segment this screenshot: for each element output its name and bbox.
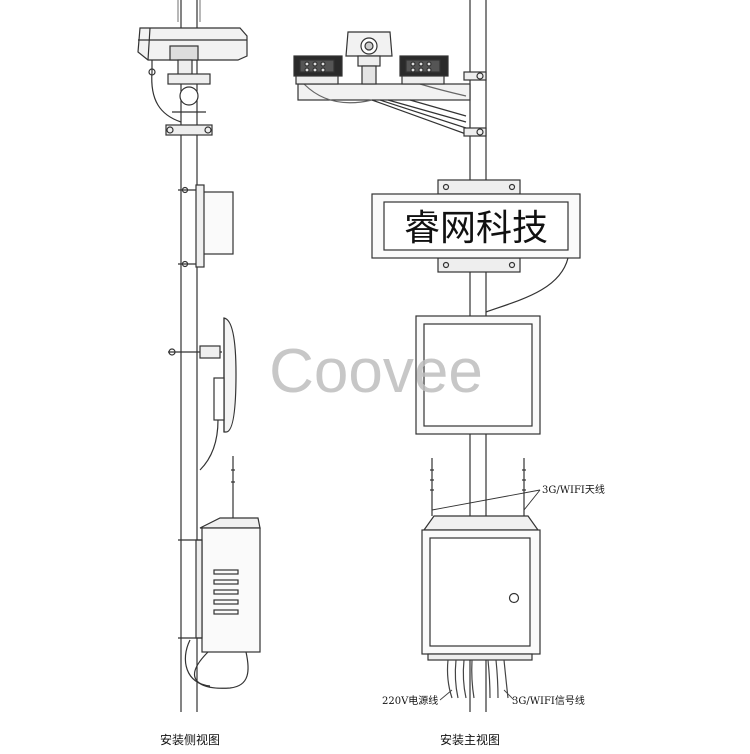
antenna-label: 3G/WIFI天线: [542, 483, 605, 496]
right-fill-light: [399, 55, 449, 85]
watermark-text: Coovee: [269, 337, 483, 406]
sign-board: [371, 193, 581, 259]
side-cabinet: [178, 456, 261, 689]
power-cable-label: 220V电源线: [382, 694, 438, 707]
left-fill-light: [293, 55, 343, 85]
labels: 睿网科技 Coovee 3G/WIFI天线 220V电源线 3G/WIFI信号线…: [160, 208, 605, 747]
sign-brackets: [437, 179, 521, 273]
side-view: [137, 0, 261, 712]
side-sign-box: [178, 184, 234, 268]
front-cabinet: [421, 515, 541, 661]
side-view-caption: 安装侧视图: [160, 732, 220, 747]
sign-cable: [485, 257, 569, 313]
center-camera: [345, 31, 393, 85]
front-view: [293, 0, 581, 712]
front-crossarm: [297, 71, 487, 137]
side-camera-housing: [137, 27, 248, 123]
side-bracket: [165, 73, 213, 136]
signal-cable-label: 3G/WIFI信号线: [512, 694, 585, 707]
front-view-caption: 安装主视图: [440, 732, 500, 747]
front-panel: [415, 315, 541, 435]
side-panel-mount: [168, 317, 237, 471]
sign-text: 睿网科技: [404, 208, 548, 249]
front-antennas: [430, 458, 541, 516]
cabinet-cables: [439, 659, 515, 701]
vent-slots: [213, 569, 239, 615]
